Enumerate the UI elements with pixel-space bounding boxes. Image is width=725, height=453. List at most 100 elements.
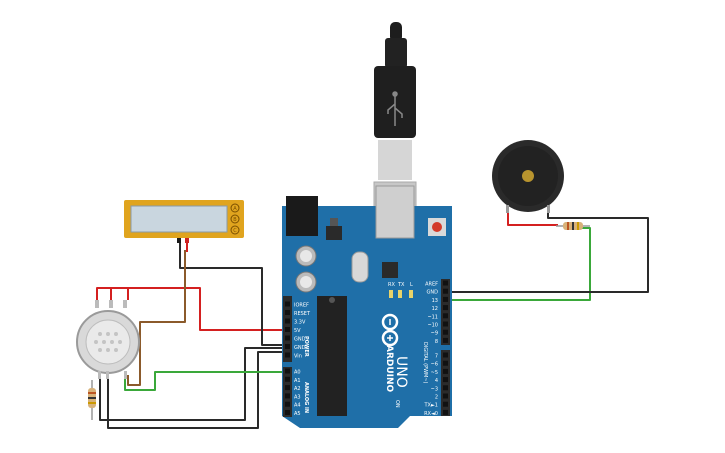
pin-label-reset: RESET [294, 311, 311, 317]
header-pin-hole[interactable] [443, 296, 448, 302]
pin-label-aref: AREF [425, 282, 438, 288]
sensor-resistor[interactable] [88, 380, 96, 420]
header-pin-hole[interactable] [285, 310, 290, 315]
wire-brown-lcd-sensor[interactable] [127, 250, 186, 386]
pin-label-3: ~3 [431, 386, 438, 392]
pin-label-8: 8 [435, 339, 438, 345]
lcd-button-a[interactable]: A [230, 203, 240, 213]
svg-text:C: C [233, 228, 237, 234]
pin-label-5v: 5V [294, 328, 301, 334]
header-pin-hole[interactable] [443, 401, 448, 407]
on-label: ON [394, 400, 400, 408]
board-name: ARDUINO [384, 345, 394, 393]
wire-red-sensor-loop[interactable] [96, 287, 128, 302]
pin-label-a1: A1 [294, 378, 301, 384]
header-pin-hole[interactable] [285, 368, 290, 374]
capacitor [295, 271, 317, 293]
tx-label: TX [397, 282, 405, 288]
wire-green-a0[interactable] [124, 371, 287, 391]
svg-text:A: A [233, 206, 237, 212]
pin-label-ioref: IOREF [294, 303, 309, 309]
pin-label-a3: A3 [294, 394, 301, 400]
pin-label-a5: A5 [294, 411, 301, 417]
header-pin-hole[interactable] [443, 368, 448, 374]
arduino-logo-icon [381, 313, 399, 347]
lcd-button-c[interactable]: C [230, 225, 240, 235]
pin-label-12: 12 [432, 306, 438, 312]
board-model: UNO [393, 356, 409, 388]
pin-label-gnd: GND [294, 337, 306, 343]
analog-header [283, 367, 292, 417]
lcd-screen [130, 205, 228, 233]
atmega-chip [317, 296, 347, 416]
header-pin-hole[interactable] [285, 301, 290, 307]
wire-red-5v-sensor[interactable] [127, 287, 283, 331]
wire-black-buzzer-gnd[interactable] [447, 210, 649, 293]
pin-label-gnd: GND [294, 345, 306, 351]
svg-text:B: B [233, 217, 237, 223]
header-pin-hole[interactable] [443, 377, 448, 383]
lcd-button-b[interactable]: B [230, 214, 240, 224]
piezo-buzzer[interactable] [492, 140, 564, 213]
header-pin-hole[interactable] [443, 329, 448, 335]
header-pin-hole[interactable] [443, 360, 448, 366]
wire-black-lcd-gnd[interactable] [179, 240, 283, 346]
usb-port[interactable] [375, 185, 415, 239]
arduino-uno-board[interactable]: RX TX L ARDUINO UNO ON POWER ANALOG IN D… [282, 185, 452, 428]
power-jack[interactable] [286, 196, 318, 236]
header-pin-hole[interactable] [285, 410, 290, 415]
l-label: L [410, 282, 413, 288]
pin-label-11: ~11 [427, 314, 438, 320]
header-pin-hole[interactable] [285, 335, 290, 341]
header-pin-hole[interactable] [443, 385, 448, 391]
header-pin-hole[interactable] [443, 337, 448, 343]
header-pin-hole[interactable] [285, 318, 290, 324]
header-pin-hole[interactable] [443, 313, 448, 319]
header-pin-hole[interactable] [285, 385, 290, 391]
header-pin-hole[interactable] [285, 327, 290, 332]
pin-label-13: 13 [432, 298, 438, 304]
header-pin-hole[interactable] [285, 401, 290, 407]
header-pin-hole[interactable] [443, 321, 448, 327]
pin-label-a4: A4 [294, 403, 301, 409]
digital-top-pin-labels: AREF GND 13 12 ~11 ~10 ~9 8 [425, 280, 448, 345]
pin-label-10: ~10 [427, 323, 438, 329]
power-header-title: POWER [303, 336, 309, 357]
header-pin-hole[interactable] [285, 393, 290, 399]
pin-label-gnd: GND [427, 290, 439, 296]
digital-header-title: DIGITAL (PWM~) [422, 342, 428, 384]
header-pin-hole[interactable] [285, 352, 290, 358]
sensor-mesh-icon [94, 332, 122, 352]
wire-black-sensor-res[interactable] [107, 351, 283, 429]
wire-green-pin13[interactable] [447, 227, 591, 301]
header-pin-hole[interactable] [443, 288, 448, 294]
wire-black-gnd-loop[interactable] [99, 347, 283, 421]
analog-header-title: ANALOG IN [303, 382, 309, 413]
pin-label-a2: A2 [294, 386, 301, 392]
header-pin-hole[interactable] [443, 305, 448, 311]
pin-label-9: ~9 [431, 331, 438, 337]
header-pin-hole[interactable] [443, 280, 448, 286]
usb-symbol-icon [387, 91, 403, 126]
digital-header-bottom [441, 350, 450, 416]
buzzer-resistor[interactable] [556, 222, 590, 230]
digital-header-top [441, 279, 450, 345]
header-pin-hole[interactable] [443, 393, 448, 399]
pin-label-5: ~5 [431, 370, 438, 376]
pin-label-a0: A0 [294, 370, 301, 376]
pin-label-tx1: TX►1 [423, 403, 438, 409]
rx-label: RX [388, 282, 395, 288]
gas-sensor[interactable] [76, 300, 140, 379]
header-pin-hole[interactable] [443, 352, 448, 358]
header-pin-hole[interactable] [443, 409, 448, 415]
capacitor [295, 245, 317, 267]
header-pin-hole[interactable] [285, 376, 290, 382]
lcd-module[interactable]: A B C [124, 200, 244, 243]
pin-label-7: 7 [435, 354, 438, 360]
header-pin-hole[interactable] [285, 344, 290, 349]
pin-label-2: 2 [435, 395, 438, 401]
pin-label-4: 4 [435, 378, 438, 384]
